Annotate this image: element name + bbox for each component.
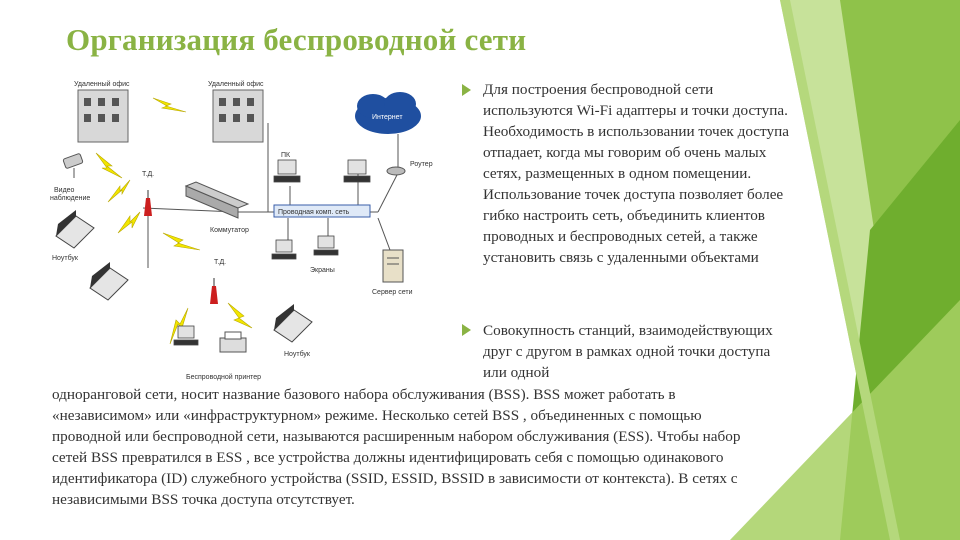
network-diagram: Удаленный офис Удаленный офис Интернет Р… (50, 80, 433, 381)
access-point-icon (144, 190, 152, 216)
label-video-1: Видео (54, 187, 75, 194)
decorative-green-shapes (730, 0, 960, 540)
wired-segment-box (273, 204, 371, 218)
pc-icon (273, 159, 301, 183)
bullet-marker (462, 84, 471, 96)
bullet-text-2: Совокупность станций, взаимодействующих … (483, 322, 773, 381)
label-router: Роутер (410, 161, 433, 168)
cloud-icon (355, 92, 421, 134)
label-access-point-2: Т.Д. (214, 259, 226, 266)
label-remote-office-2: Удаленный офис (208, 80, 264, 88)
label-internet: Интернет (372, 114, 403, 121)
camera-icon (62, 153, 84, 178)
building-icon (77, 89, 129, 143)
label-pc: ПК (281, 152, 291, 159)
pc-icon (313, 235, 339, 256)
laptop-icon (55, 210, 95, 249)
label-wired-segment: Проводная комп. сеть (278, 209, 350, 216)
pc-icon (173, 325, 199, 346)
server-icon (382, 249, 404, 283)
continuation-text: одноранговой сети, носит название базово… (52, 386, 741, 508)
label-notebook-1: Ноутбук (52, 254, 79, 262)
label-screens: Экраны (310, 267, 335, 274)
pc-icon (343, 159, 371, 183)
label-remote-office-1: Удаленный офис (74, 80, 130, 88)
switch-icon (184, 181, 250, 219)
label-printer: Беспроводной принтер (186, 373, 261, 381)
bullet-marker (462, 324, 471, 336)
label-notebook-2: Ноутбук (284, 350, 311, 358)
printer-icon (219, 331, 247, 353)
slide-title: Организация беспроводной сети (66, 22, 527, 57)
label-video-2: наблюдение (50, 194, 90, 202)
bullet-text-1: Для построения беспроводной сети использ… (483, 81, 789, 266)
label-access-point-1: Т.Д. (142, 171, 154, 178)
laptop-icon (273, 304, 313, 343)
label-switch: Коммутатор (210, 227, 249, 234)
laptop-icon (89, 262, 129, 301)
router-icon (386, 166, 406, 176)
wireless-links (95, 97, 253, 345)
building-icon (212, 89, 264, 143)
access-point-icon (210, 278, 218, 304)
pc-icon (271, 239, 297, 260)
label-server: Сервер сети (372, 289, 413, 296)
